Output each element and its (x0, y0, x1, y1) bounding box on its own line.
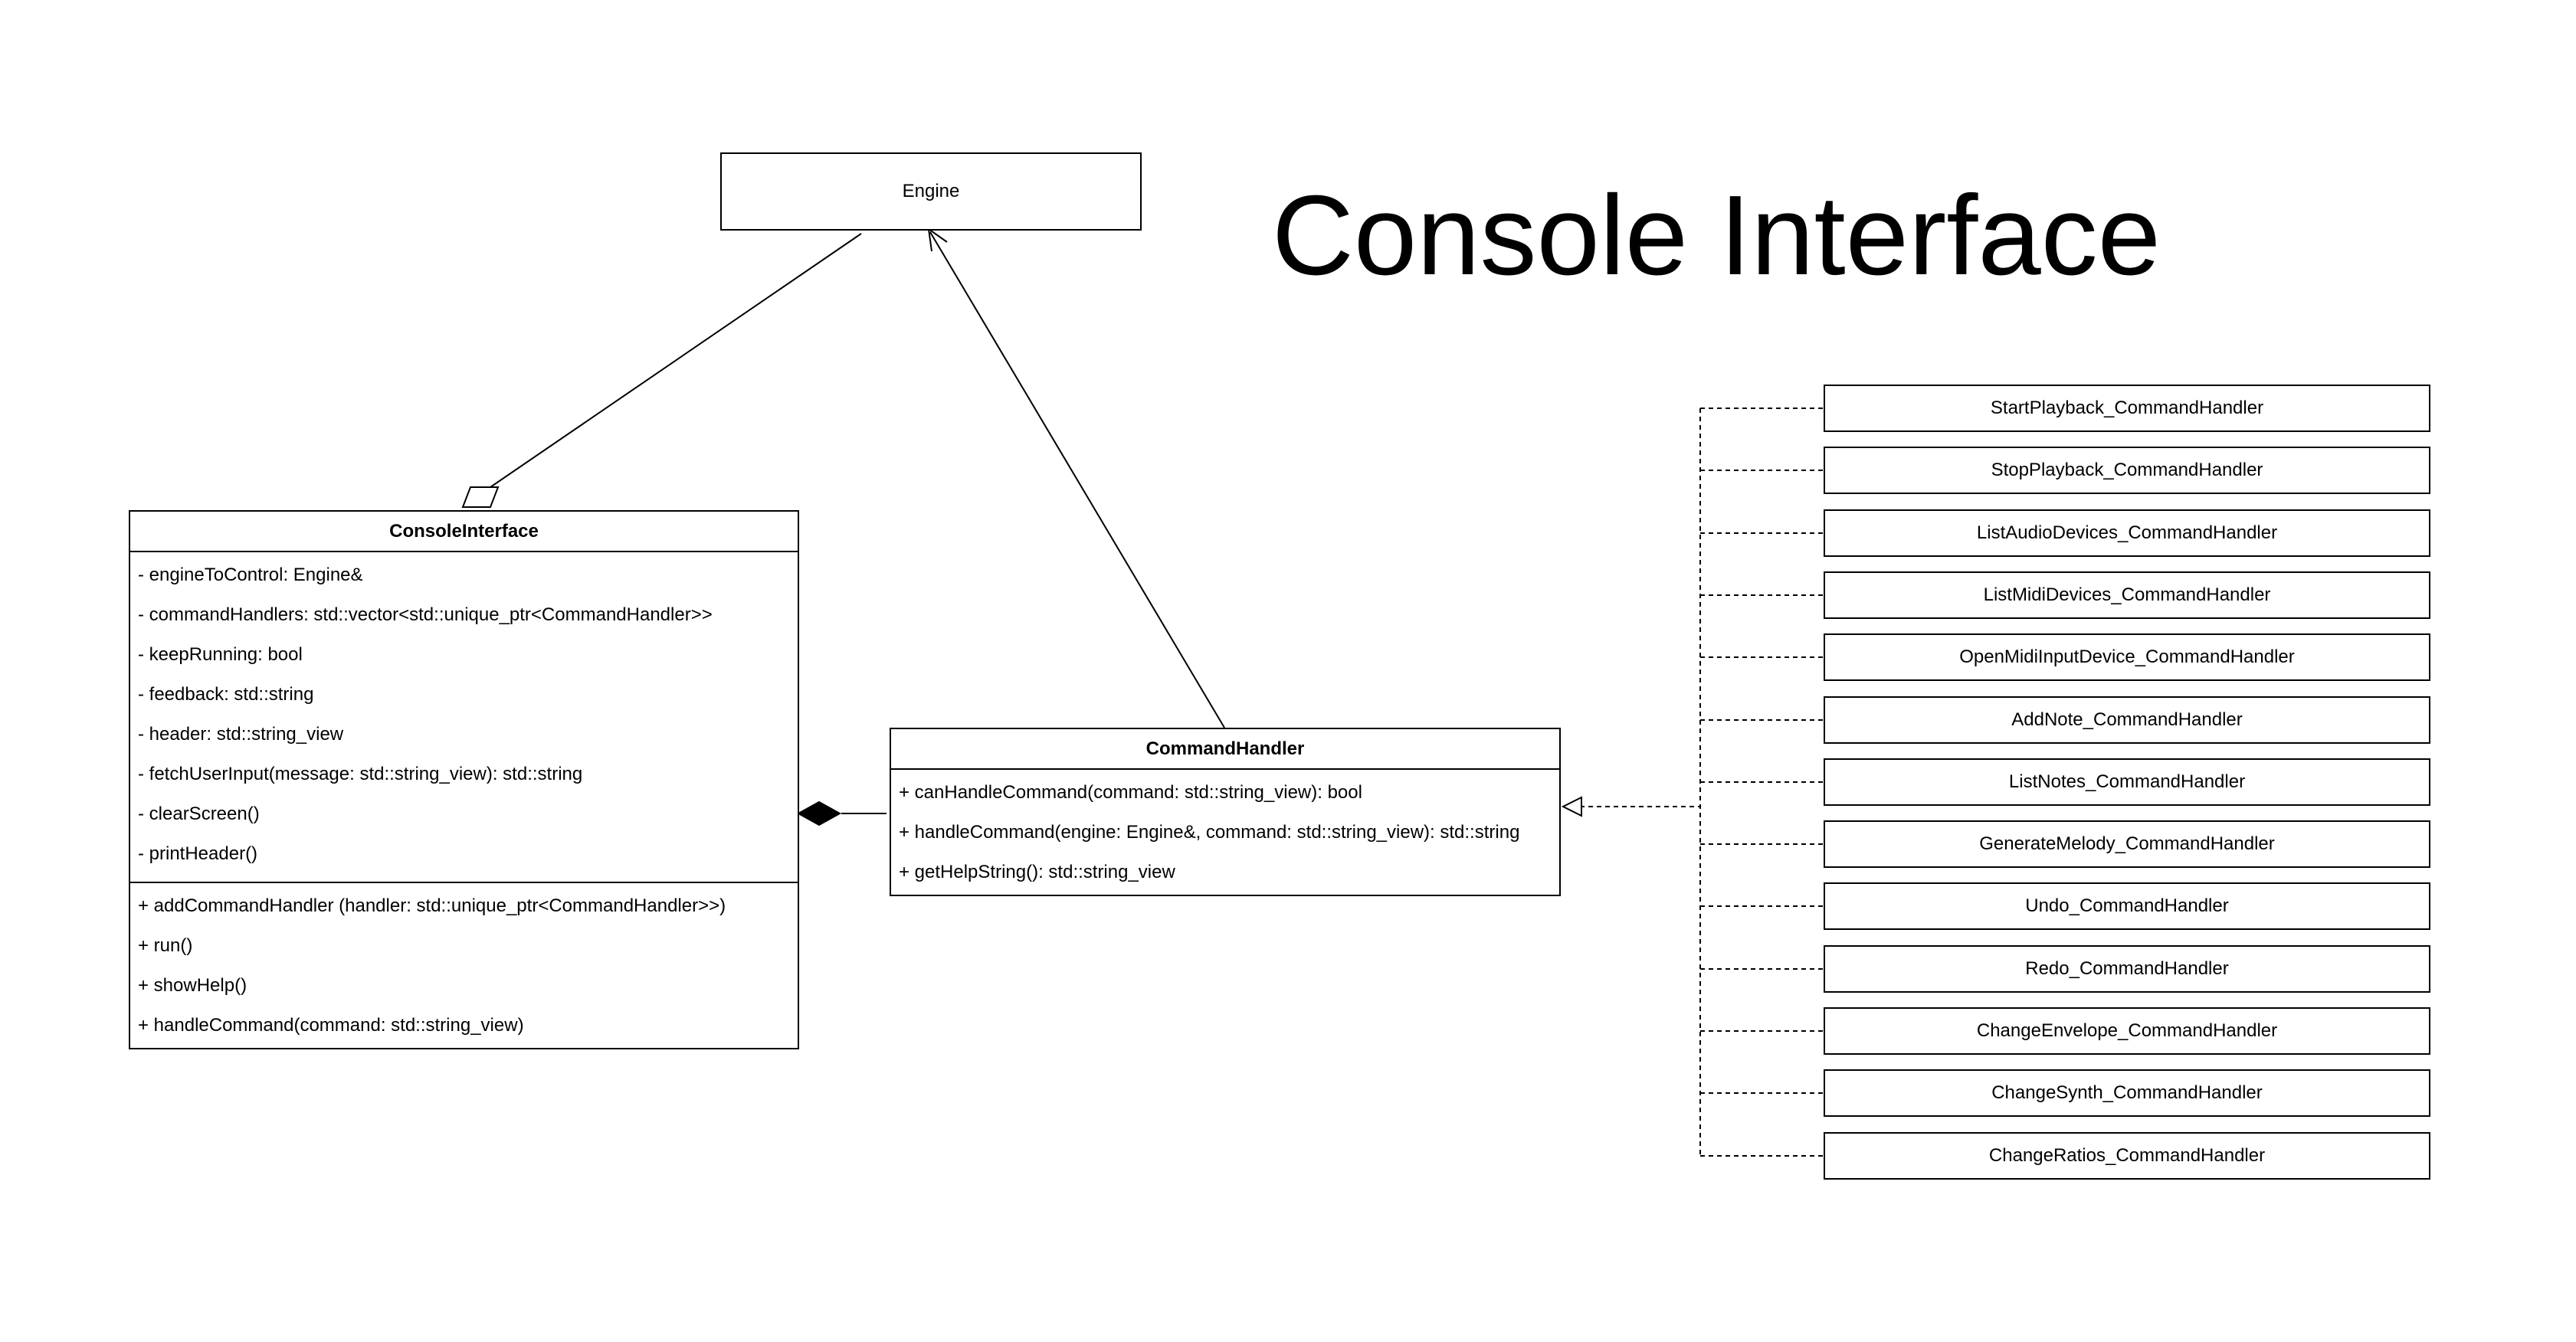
class-member: + canHandleCommand(command: std::string_… (899, 782, 1362, 803)
handler-class: ChangeRatios_CommandHandler (1824, 1132, 2430, 1180)
aggregation-line (490, 233, 862, 488)
console-interface-class-name: ConsoleInterface (130, 512, 798, 552)
composition-diamond (796, 800, 842, 826)
handler-class-name: ChangeSynth_CommandHandler (1991, 1082, 2263, 1103)
class-member: - header: std::string_view (138, 724, 344, 745)
aggregation-diamond (461, 486, 500, 508)
class-member: - clearScreen() (138, 804, 260, 824)
realization-arrowhead (1561, 796, 1582, 817)
class-member: + getHelpString(): std::string_view (899, 862, 1175, 882)
realization-lines (1580, 408, 1824, 1157)
class-member: - engineToControl: Engine& (138, 565, 363, 585)
diagram-title: Console Interface (1272, 172, 2161, 299)
handler-class-name: StartPlayback_CommandHandler (1990, 398, 2264, 418)
class-member: + handleCommand(command: std::string_vie… (138, 1015, 524, 1036)
handler-class-name: ListAudioDevices_CommandHandler (1976, 522, 2278, 543)
class-member: - commandHandlers: std::vector<std::uniq… (138, 604, 713, 625)
engine-class-name: Engine (902, 181, 960, 201)
handler-class: ChangeSynth_CommandHandler (1824, 1069, 2430, 1117)
handler-class: ListAudioDevices_CommandHandler (1824, 509, 2430, 557)
handler-class-name: Undo_CommandHandler (2025, 895, 2229, 916)
handler-class-name: OpenMidiInputDevice_CommandHandler (1959, 646, 2295, 667)
class-member: - keepRunning: bool (138, 644, 303, 665)
handler-class-name: GenerateMelody_CommandHandler (1979, 833, 2275, 854)
class-member: + showHelp() (138, 975, 247, 996)
association-arrowhead (927, 227, 948, 252)
handler-class-name: ChangeEnvelope_CommandHandler (1976, 1020, 2278, 1041)
realization-branches (1700, 408, 1824, 1157)
class-member: - feedback: std::string (138, 684, 314, 705)
console-interface-methods: + addCommandHandler (handler: std::uniqu… (130, 882, 798, 1046)
handler-class: StartPlayback_CommandHandler (1824, 385, 2430, 432)
command-handler-class-name: CommandHandler (891, 729, 1559, 770)
handler-class: ListNotes_CommandHandler (1824, 758, 2430, 806)
command-handler-methods: + canHandleCommand(command: std::string_… (891, 770, 1559, 892)
class-member: + addCommandHandler (handler: std::uniqu… (138, 895, 726, 916)
handler-class: StopPlayback_CommandHandler (1824, 447, 2430, 494)
console-interface-class: ConsoleInterface - engineToControl: Engi… (129, 510, 799, 1049)
handler-class: ListMidiDevices_CommandHandler (1824, 571, 2430, 619)
class-member: - fetchUserInput(message: std::string_vi… (138, 764, 583, 784)
handler-class-name: StopPlayback_CommandHandler (1991, 460, 2263, 480)
handler-class: AddNote_CommandHandler (1824, 696, 2430, 744)
class-member: - printHeader() (138, 843, 258, 864)
handler-class-name: ListNotes_CommandHandler (2008, 771, 2246, 792)
handler-class: Redo_CommandHandler (1824, 945, 2430, 993)
class-member: + handleCommand(engine: Engine&, command… (899, 822, 1520, 843)
class-member: + run() (138, 935, 193, 956)
handler-class: ChangeEnvelope_CommandHandler (1824, 1007, 2430, 1055)
console-interface-attributes: - engineToControl: Engine& - commandHand… (130, 552, 798, 882)
handler-class: Undo_CommandHandler (1824, 882, 2430, 930)
handler-class-name: AddNote_CommandHandler (2011, 709, 2243, 730)
engine-class: Engine (720, 152, 1142, 231)
handler-class-name: ListMidiDevices_CommandHandler (1983, 584, 2271, 605)
handler-class: OpenMidiInputDevice_CommandHandler (1824, 633, 2430, 681)
handler-class-name: ChangeRatios_CommandHandler (1988, 1145, 2266, 1166)
command-handler-class: CommandHandler + canHandleCommand(comman… (890, 728, 1561, 896)
association-line (929, 231, 1225, 728)
handler-class: GenerateMelody_CommandHandler (1824, 820, 2430, 868)
handler-class-name: Redo_CommandHandler (2025, 958, 2229, 979)
